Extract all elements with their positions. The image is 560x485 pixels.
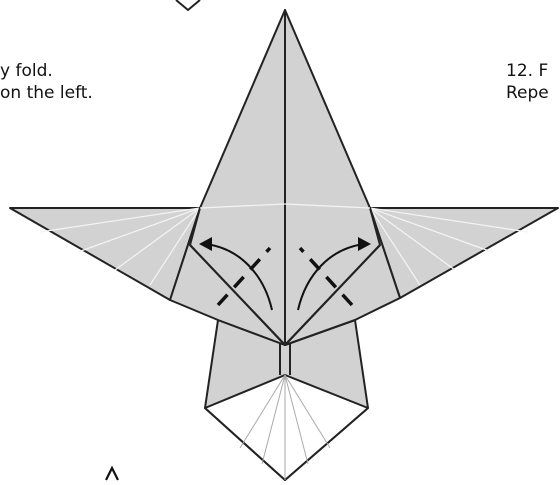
previous-step-arrow-fragment [176,0,200,10]
right-wing [370,208,558,298]
right-caption-line-1: 12. F [506,60,549,82]
right-step-caption: 12. F Repe [506,60,549,104]
right-caption-line-2: Repe [506,82,549,104]
left-wing [10,208,200,300]
left-caption-line-2: on the left. [0,82,93,104]
left-caption-line-1: y fold. [0,60,93,82]
left-step-caption: y fold. on the left. [0,60,93,104]
next-step-arrow-fragment [106,468,118,480]
